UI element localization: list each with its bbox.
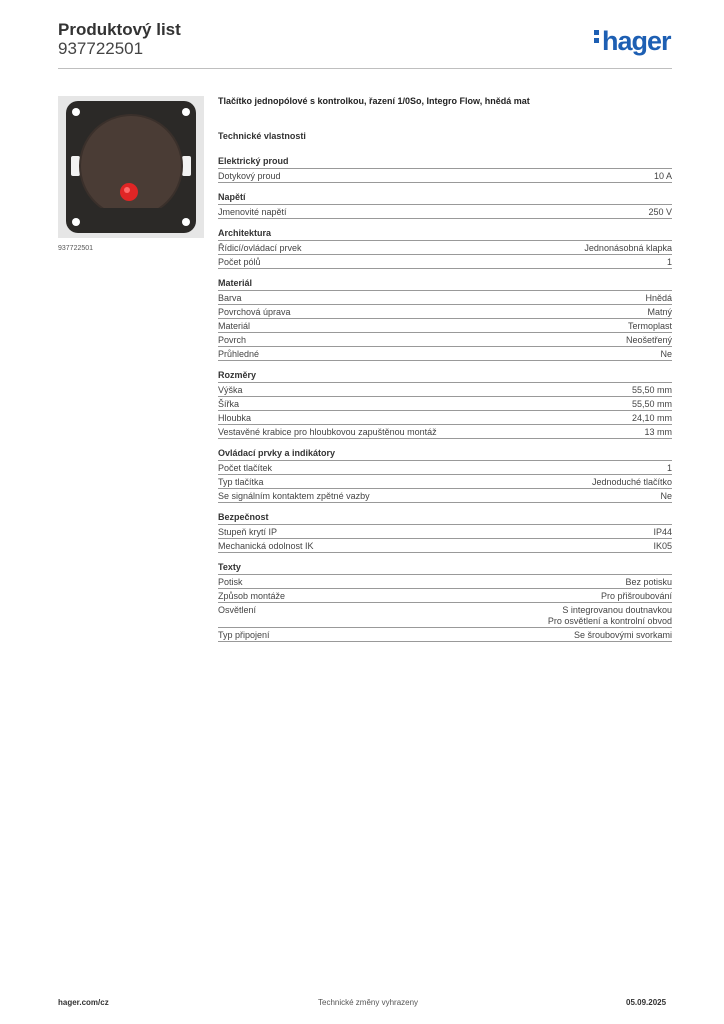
spec-group-architecture: Architektura Řídicí/ovládací prvek Jednon…	[218, 227, 672, 269]
spec-value-line: S integrovanou doutnavkou	[562, 605, 672, 615]
group-title: Architektura	[218, 227, 672, 241]
group-title: Texty	[218, 561, 672, 575]
spec-value: 13 mm	[644, 427, 672, 437]
page-title: Produktový list	[58, 20, 181, 39]
switch-image-icon	[58, 96, 204, 238]
spec-group-voltage: Napětí Jmenovité napětí 250 V	[218, 191, 672, 219]
group-title: Elektrický proud	[218, 155, 672, 169]
footer-disclaimer: Technické změny vyhrazeny	[318, 998, 419, 1007]
group-title: Rozměry	[218, 369, 672, 383]
spec-label: Šířka	[218, 399, 240, 409]
spec-row: Šířka 55,50 mm	[218, 397, 672, 411]
spec-row: Vestavěné krabice pro hloubkovou zapuště…	[218, 425, 672, 439]
spec-value: 55,50 mm	[631, 399, 672, 409]
spec-value-line: Pro osvětlení a kontrolní obvod	[547, 616, 672, 626]
spec-group-dimensions: Rozměry Výška 55,50 mm Šířka 55,50 mm Hlou…	[218, 369, 672, 439]
spec-value: Jednoduché tlačítko	[591, 477, 672, 487]
spec-label: Mechanická odolnost IK	[218, 541, 314, 551]
spec-row: Jmenovité napětí 250 V	[218, 205, 672, 219]
spec-value: 250 V	[648, 207, 672, 217]
spec-value: IK05	[653, 541, 672, 551]
spec-value: Se šroubovými svorkami	[573, 630, 672, 640]
hager-logo: hager	[594, 26, 672, 56]
spec-group-controls: Ovládací prvky a indikátory Počet tlačít…	[218, 447, 672, 503]
spec-value: 1	[666, 257, 672, 267]
spec-value: Hnědá	[645, 293, 672, 303]
spec-label: Potisk	[218, 577, 243, 587]
spec-label: Materiál	[218, 321, 251, 331]
product-photo	[58, 96, 204, 238]
footer-date: 05.09.2025	[626, 998, 667, 1007]
product-code: 937722501	[58, 39, 144, 58]
spec-group-electric-current: Elektrický proud Dotykový proud 10 A	[218, 155, 672, 183]
group-title: Napětí	[218, 191, 672, 205]
spec-label: Povrchová úprava	[218, 307, 291, 317]
spec-row: Povrch Neošetřený	[218, 333, 672, 347]
spec-label: Stupeň krytí IP	[218, 527, 278, 537]
spec-value: Termoplast	[627, 321, 672, 331]
spec-label: Řídicí/ovládací prvek	[218, 243, 302, 253]
header-divider	[58, 68, 672, 69]
spec-table: Elektrický proud Dotykový proud 10 A Napě…	[218, 155, 672, 650]
spec-row: Barva Hnědá	[218, 291, 672, 305]
spec-row: Stupeň krytí IP IP44	[218, 525, 672, 539]
product-name: Tlačítko jednopólové s kontrolkou, řazen…	[218, 96, 530, 106]
spec-row: Typ připojení Se šroubovými svorkami	[218, 628, 672, 642]
spec-row: Povrchová úprava Matný	[218, 305, 672, 319]
spec-value: Matný	[647, 307, 672, 317]
spec-value: Bez potisku	[625, 577, 672, 587]
spec-value: Ne	[660, 491, 672, 501]
spec-label: Hloubka	[218, 413, 252, 423]
spec-row: Dotykový proud 10 A	[218, 169, 672, 183]
spec-label: Jmenovité napětí	[218, 207, 287, 217]
spec-value: 10 A	[653, 171, 672, 181]
spec-label: Výška	[218, 385, 243, 395]
spec-row: Materiál Termoplast	[218, 319, 672, 333]
spec-label: Počet pólů	[218, 257, 261, 267]
photo-caption: 937722501	[58, 245, 94, 252]
spec-value: IP44	[653, 527, 672, 537]
spec-label: Způsob montáže	[218, 591, 286, 601]
spec-label: Typ tlačítka	[218, 477, 264, 487]
spec-group-material: Materiál Barva Hnědá Povrchová úprava Matn…	[218, 277, 672, 361]
logo-text: hager	[602, 26, 672, 56]
spec-label: Osvětlení	[218, 605, 257, 615]
spec-row: Hloubka 24,10 mm	[218, 411, 672, 425]
spec-row: Typ tlačítka Jednoduché tlačítko	[218, 475, 672, 489]
spec-value: 24,10 mm	[631, 413, 672, 423]
section-title-technical: Technické vlastnosti	[218, 131, 306, 141]
spec-row: Potisk Bez potisku	[218, 575, 672, 589]
spec-row: Počet tlačítek 1	[218, 461, 672, 475]
spec-row: Mechanická odolnost IK IK05	[218, 539, 672, 553]
group-title: Bezpečnost	[218, 511, 672, 525]
spec-label: Typ připojení	[218, 630, 270, 640]
spec-row: Se signálním kontaktem zpětné vazby Ne	[218, 489, 672, 503]
spec-label: Povrch	[218, 335, 247, 345]
spec-group-safety: Bezpečnost Stupeň krytí IP IP44 Mechanick…	[218, 511, 672, 553]
group-title: Materiál	[218, 277, 672, 291]
spec-label: Barva	[218, 293, 242, 303]
spec-row: Řídicí/ovládací prvek Jednonásobná klapka	[218, 241, 672, 255]
spec-label: Vestavěné krabice pro hloubkovou zapuště…	[218, 427, 437, 437]
spec-label: Se signálním kontaktem zpětné vazby	[218, 491, 370, 501]
spec-row: Průhledné Ne	[218, 347, 672, 361]
spec-value: Ne	[660, 349, 672, 359]
spec-value: 1	[666, 463, 672, 473]
spec-label: Dotykový proud	[218, 171, 281, 181]
spec-row: Počet pólů 1	[218, 255, 672, 269]
spec-value: Neošetřený	[625, 335, 672, 345]
spec-value: 55,50 mm	[631, 385, 672, 395]
group-title: Ovládací prvky a indikátory	[218, 447, 672, 461]
spec-label: Průhledné	[218, 349, 260, 359]
footer-website-link[interactable]: hager.com/cz	[58, 998, 109, 1007]
spec-value: Pro přišroubování	[600, 591, 672, 601]
spec-row: Způsob montáže Pro přišroubování	[218, 589, 672, 603]
spec-value: Jednonásobná klapka	[584, 243, 672, 253]
spec-row: Výška 55,50 mm	[218, 383, 672, 397]
spec-label: Počet tlačítek	[218, 463, 273, 473]
logo-dots-icon	[594, 30, 600, 46]
